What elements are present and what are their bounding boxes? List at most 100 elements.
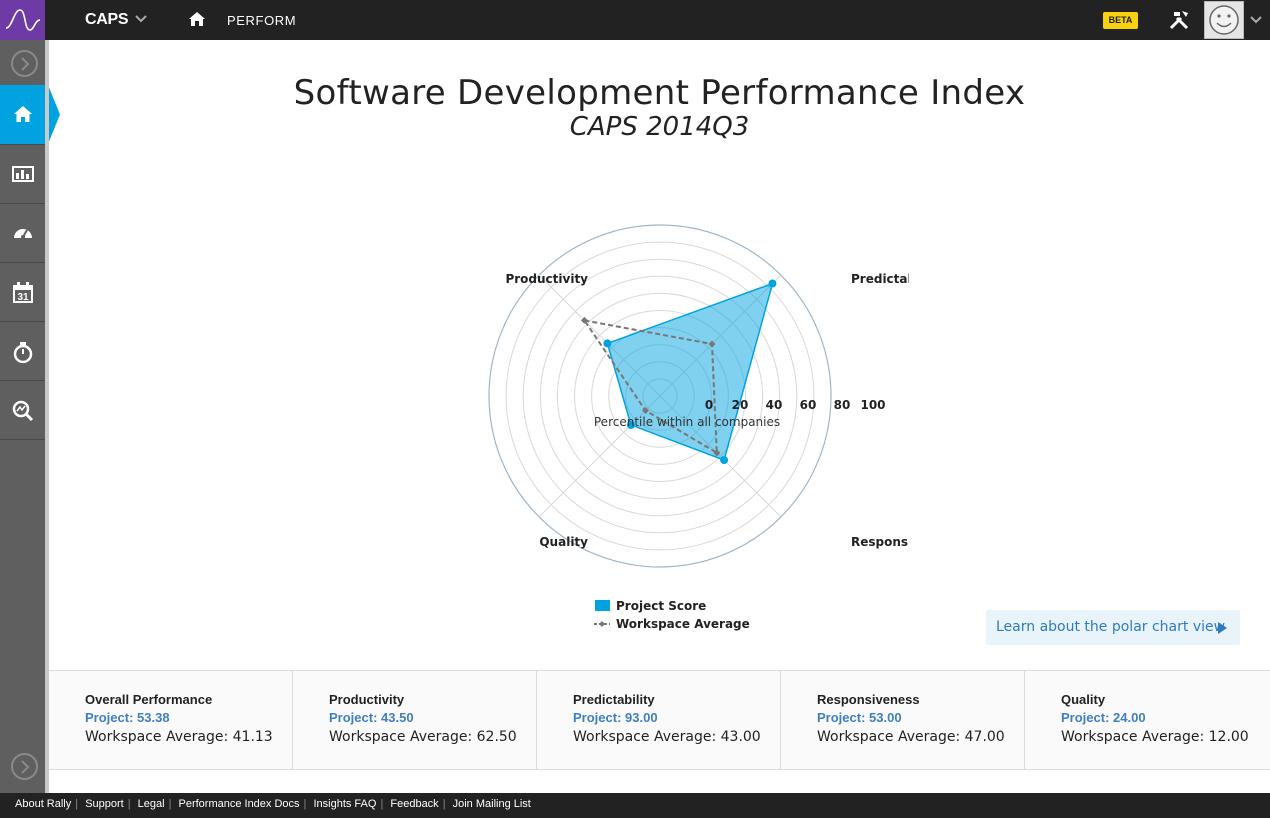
- footer-link-mailing-list[interactable]: Join Mailing List: [452, 798, 531, 810]
- main-content: Software Development Performance Index C…: [49, 40, 1270, 793]
- tick-label: 20: [732, 398, 749, 412]
- svg-text:31: 31: [17, 292, 29, 303]
- stat-quality: Quality Project: 24.00 Workspace Average…: [1025, 671, 1269, 770]
- stat-label: Productivity: [329, 692, 405, 707]
- category-label: Responsiveness: [851, 535, 909, 549]
- legend-item-project-score[interactable]: Project Score: [594, 598, 750, 616]
- category-label: Quality: [539, 535, 588, 549]
- smiley-icon: [1209, 5, 1239, 35]
- chevron-down-icon[interactable]: [135, 13, 147, 23]
- top-bar: CAPS PERFORM BETA: [0, 0, 1270, 40]
- logo-wave-icon: [5, 9, 41, 31]
- page-title: Software Development Performance Index: [293, 73, 1026, 113]
- chevron-down-icon[interactable]: [1250, 14, 1262, 24]
- chevron-right-icon: [21, 57, 30, 71]
- polar-series: [580, 279, 777, 465]
- grid-ring: [488, 224, 832, 568]
- learn-link-label: Learn about the polar chart view: [996, 619, 1226, 635]
- data-point-workspace: [713, 449, 721, 457]
- footer-link-about[interactable]: About Rally: [15, 798, 72, 810]
- stat-label: Predictability: [573, 692, 655, 707]
- sidebar-item-calendar[interactable]: 31: [0, 262, 45, 321]
- tick-label: 60: [800, 398, 817, 412]
- avatar[interactable]: [1204, 1, 1244, 39]
- home-icon[interactable]: [188, 11, 206, 27]
- footer-separator: |: [168, 798, 172, 810]
- stat-project: Project: 24.00: [1061, 710, 1146, 725]
- calendar-icon: 31: [13, 282, 33, 303]
- tick-label: 0: [705, 398, 713, 412]
- legend-item-workspace-average[interactable]: Workspace Average: [594, 616, 750, 634]
- home-icon: [14, 106, 32, 122]
- footer-link-legal[interactable]: Legal: [137, 798, 165, 810]
- stat-project: Project: 93.00: [573, 710, 658, 725]
- footer-separator: |: [75, 798, 79, 810]
- stat-predictability: Predictability Project: 93.00 Workspace …: [537, 671, 781, 770]
- beta-badge: BETA: [1103, 12, 1138, 29]
- stat-project: Project: 53.00: [817, 710, 902, 725]
- stat-average: Workspace Average: 12.00: [1061, 729, 1249, 745]
- bar-chart-icon: [12, 166, 34, 182]
- data-point-project: [626, 421, 635, 430]
- footer-link-faq[interactable]: Insights FAQ: [313, 798, 377, 810]
- sidebar-item-insights[interactable]: [0, 380, 45, 439]
- category-label: Predictability: [851, 272, 909, 286]
- sidebar: 31: [0, 40, 60, 793]
- data-point-workspace: [580, 316, 588, 324]
- app-name[interactable]: CAPS: [85, 11, 129, 28]
- nav-perform[interactable]: PERFORM: [227, 13, 297, 28]
- legend-label: Workspace Average: [616, 617, 750, 631]
- expand-sidebar-button[interactable]: [11, 50, 38, 77]
- tick-label: 80: [834, 398, 851, 412]
- footer-separator: |: [303, 798, 307, 810]
- data-point-workspace: [641, 407, 649, 415]
- footer-separator: |: [127, 798, 131, 810]
- grid-ring: [505, 241, 815, 551]
- tools-icon[interactable]: [1168, 9, 1190, 31]
- data-point-project: [603, 339, 612, 348]
- sidebar-item-timer[interactable]: [0, 321, 45, 380]
- stats-panel: Overall Performance Project: 53.38 Works…: [49, 670, 1270, 770]
- gauge-icon: [14, 229, 32, 239]
- sidebar-item-reports[interactable]: [0, 144, 45, 203]
- magnifier-chart-icon: [12, 400, 34, 422]
- grid-ring: [522, 258, 798, 534]
- category-labels: Productivity PredictabilityResponsiveness…: [505, 272, 909, 549]
- footer-link-feedback[interactable]: Feedback: [390, 798, 439, 810]
- footer-separator: |: [442, 798, 446, 810]
- sidebar-edge: [45, 40, 49, 793]
- data-point-project: [720, 456, 729, 465]
- sidebar-item-home[interactable]: [0, 85, 60, 144]
- stat-average: Workspace Average: 41.13: [85, 729, 273, 745]
- sidebar-item-dashboard[interactable]: [0, 203, 45, 262]
- stat-overall: Overall Performance Project: 53.38 Works…: [49, 671, 293, 770]
- legend-dashed-line: [594, 621, 610, 627]
- stat-label: Quality: [1061, 692, 1106, 707]
- chevron-right-icon: [21, 760, 30, 774]
- tick-label: 100: [860, 398, 885, 412]
- sidebar-divider: [0, 439, 45, 440]
- stat-label: Overall Performance: [85, 692, 213, 707]
- stopwatch-icon: [13, 342, 33, 363]
- stat-average: Workspace Average: 43.00: [573, 729, 761, 745]
- legend-swatch: [595, 600, 610, 611]
- stat-average: Workspace Average: 47.00: [817, 729, 1005, 745]
- category-label: Productivity: [505, 272, 588, 286]
- learn-polar-chart-link[interactable]: Learn about the polar chart view: [986, 610, 1240, 645]
- footer-link-docs[interactable]: Performance Index Docs: [178, 798, 300, 810]
- footer-separator: |: [380, 798, 384, 810]
- series-area-project-score: [606, 282, 774, 462]
- stat-project: Project: 43.50: [329, 710, 414, 725]
- stat-average: Workspace Average: 62.50: [329, 729, 517, 745]
- grid-ring: [574, 310, 746, 482]
- grid-ring: [539, 275, 781, 517]
- footer-link-support[interactable]: Support: [85, 798, 124, 810]
- stat-project: Project: 53.38: [85, 710, 170, 725]
- rally-logo[interactable]: [0, 0, 45, 40]
- stat-label: Responsiveness: [817, 692, 920, 707]
- expand-sidebar-button[interactable]: [11, 753, 38, 780]
- data-point-project: [768, 279, 777, 288]
- data-point-workspace: [708, 340, 716, 348]
